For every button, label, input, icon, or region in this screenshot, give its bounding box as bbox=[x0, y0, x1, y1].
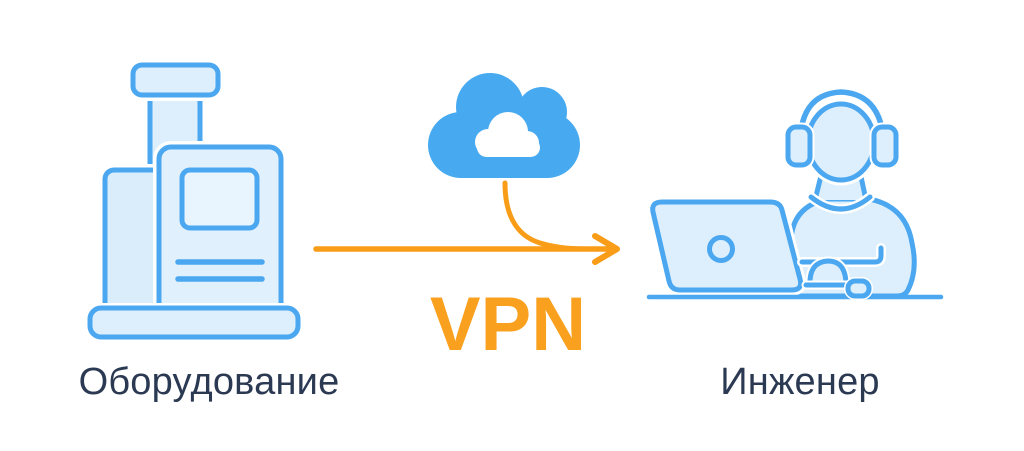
engineer-label: Инженер bbox=[720, 361, 880, 403]
laptop-logo-icon bbox=[707, 235, 735, 263]
vpn-arrow-icon bbox=[313, 180, 620, 265]
industrial-machine-icon bbox=[85, 59, 303, 342]
headphones-icon bbox=[783, 85, 901, 170]
cloud-inner-icon bbox=[475, 112, 540, 157]
engineer-collar bbox=[808, 194, 873, 212]
engineer-with-laptop-icon bbox=[646, 85, 944, 302]
vpn-label: VPN bbox=[429, 282, 587, 367]
engineer-arm bbox=[797, 243, 886, 300]
cloud-icon bbox=[428, 73, 580, 178]
engineer-head bbox=[805, 101, 877, 183]
machine-screen bbox=[179, 167, 260, 231]
equipment-label: Оборудование bbox=[78, 361, 340, 403]
laptop-icon bbox=[647, 196, 807, 296]
